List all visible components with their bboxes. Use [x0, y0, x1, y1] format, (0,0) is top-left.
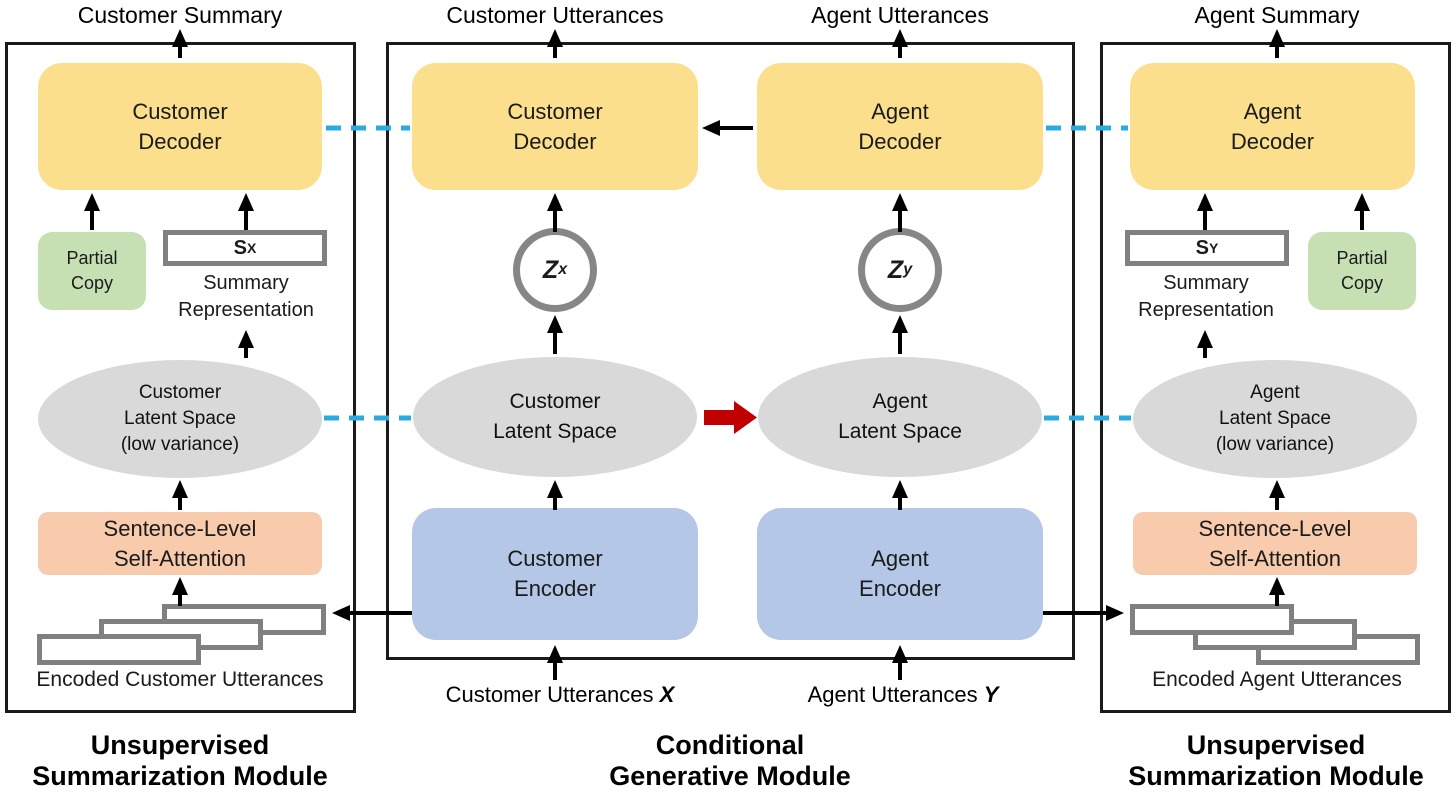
right-summary-representation-label: Summary Representation	[1138, 272, 1274, 321]
right-encoded-utterance-rect-1	[1130, 604, 1294, 635]
left-encoded-utterance-rect-3	[37, 634, 201, 665]
right-module-caption: Unsupervised Summarization Module	[1128, 730, 1424, 791]
right-self-attention-box: Sentence-Level Self-Attention	[1133, 512, 1417, 575]
sx-symbol: S	[233, 236, 247, 259]
right-agent-decoder-box: Agent Decoder	[1130, 63, 1415, 190]
center-customer-decoder-box: Customer Decoder	[412, 63, 698, 190]
left-summary-representation-label: Summary Representation	[178, 272, 314, 321]
sy-subscript: Y	[1209, 240, 1219, 256]
left-customer-decoder-line1: Customer	[132, 98, 228, 124]
center-agent-decoder-box: Agent Decoder	[757, 63, 1043, 190]
center-agent-encoder-box: Agent Encoder	[757, 508, 1043, 640]
left-encoded-utterances-label: Encoded Customer Utterances	[36, 668, 324, 691]
center-agent-latent-ellipse: Agent Latent Space	[758, 357, 1042, 477]
left-customer-decoder-box: Customer Decoder	[38, 63, 322, 190]
left-customer-decoder-line2: Decoder	[138, 128, 222, 154]
label-customer-utterances-x: Customer Utterances X	[445, 682, 675, 707]
left-partial-copy-line2: Copy	[70, 273, 114, 293]
left-module-caption: Unsupervised Summarization Module	[32, 730, 328, 791]
center-module-caption: Conditional Generative Module	[609, 730, 851, 791]
label-agent-utterances-top: Agent Utterances	[811, 2, 989, 28]
zx-symbol: Z	[542, 255, 559, 284]
center-customer-latent-ellipse: Customer Latent Space	[413, 357, 697, 477]
label-customer-summary: Customer Summary	[77, 2, 283, 28]
label-agent-utterances-y: Agent Utterances Y	[807, 682, 999, 707]
sy-symbol: S	[1195, 236, 1209, 259]
left-partial-copy-box: Partial Copy	[38, 232, 146, 310]
zy-symbol: Z	[887, 255, 904, 284]
right-encoded-utterances-label: Encoded Agent Utterances	[1152, 668, 1402, 691]
label-customer-utterances-top: Customer Utterances	[446, 2, 664, 28]
label-agent-summary: Agent Summary	[1194, 2, 1360, 28]
left-self-attention-box: Sentence-Level Self-Attention	[38, 512, 322, 575]
sx-subscript: X	[247, 240, 257, 256]
left-partial-copy-line1: Partial	[66, 248, 118, 268]
right-agent-latent-ellipse: Agent Latent Space (low variance)	[1133, 360, 1417, 478]
zx-subscript: x	[558, 261, 568, 278]
center-module-border	[386, 42, 1075, 660]
left-customer-latent-ellipse: Customer Latent Space (low variance)	[38, 360, 322, 478]
center-customer-encoder-box: Customer Encoder	[412, 508, 698, 640]
zy-subscript: y	[903, 261, 913, 278]
right-partial-copy-box: Partial Copy	[1308, 232, 1416, 310]
